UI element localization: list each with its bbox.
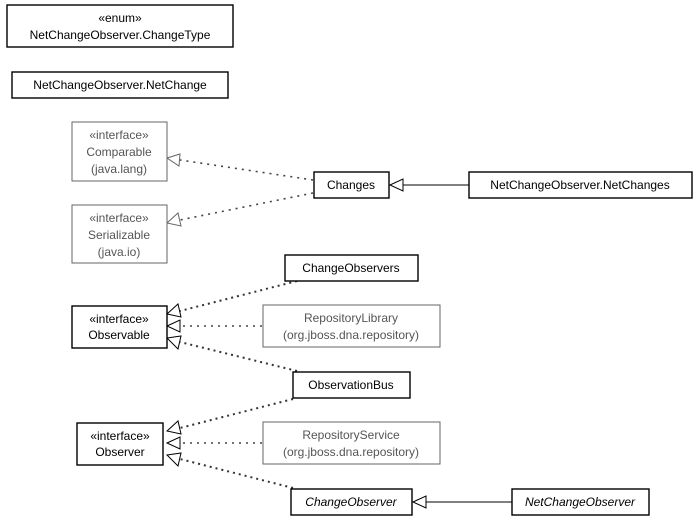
serializable-name: Serializable xyxy=(88,228,150,242)
netchange-name: NetChangeObserver.NetChange xyxy=(33,78,207,92)
relationship-lines xyxy=(165,153,512,509)
repositoryservice-name: RepositoryService xyxy=(302,428,400,442)
observationbus-to-observable-line xyxy=(179,341,298,372)
changes-to-serializable-line xyxy=(179,192,314,221)
class-repositorylibrary[interactable]: RepositoryLibrary (org.jboss.dna.reposit… xyxy=(262,304,441,348)
comparable-stereotype: «interface» xyxy=(89,128,149,142)
comparable-arrowhead xyxy=(165,153,181,167)
observable-stereotype: «interface» xyxy=(89,312,149,326)
class-changeobserver[interactable]: ChangeObserver xyxy=(290,488,413,516)
observationbus-name: ObservationBus xyxy=(308,378,393,392)
changes-to-comparable-line xyxy=(179,159,314,181)
observer-arrowhead-1 xyxy=(165,420,182,435)
class-repositoryservice[interactable]: RepositoryService (org.jboss.dna.reposit… xyxy=(262,421,441,465)
interface-serializable[interactable]: «interface» Serializable (java.io) xyxy=(71,204,168,264)
class-changes[interactable]: Changes xyxy=(313,171,390,199)
comparable-name: Comparable xyxy=(86,145,152,159)
class-changetype[interactable]: «enum» NetChangeObserver.ChangeType xyxy=(6,4,234,48)
observer-stereotype: «interface» xyxy=(90,429,150,443)
observable-arrowhead-2 xyxy=(165,319,181,333)
repositorylibrary-name: RepositoryLibrary xyxy=(304,311,398,325)
changes-arrowhead xyxy=(388,178,404,192)
observationbus-to-observer-line xyxy=(179,398,294,429)
class-netchangeobserver[interactable]: NetChangeObserver xyxy=(511,488,650,516)
changeobservers-name: ChangeObservers xyxy=(302,261,399,275)
netchangeobserver-name: NetChangeObserver xyxy=(525,495,636,509)
class-netchanges[interactable]: NetChangeObserver.NetChanges xyxy=(468,171,693,199)
changeobservers-to-observable-line xyxy=(179,280,298,312)
changetype-name: NetChangeObserver.ChangeType xyxy=(30,28,211,42)
serializable-package: (java.io) xyxy=(98,245,141,259)
comparable-package: (java.lang) xyxy=(91,162,147,176)
class-observationbus[interactable]: ObservationBus xyxy=(292,371,411,399)
observable-arrowhead-1 xyxy=(165,303,182,318)
repositorylibrary-package: (org.jboss.dna.repository) xyxy=(283,328,419,342)
serializable-stereotype: «interface» xyxy=(89,211,149,225)
observer-arrowhead-2 xyxy=(165,436,181,450)
serializable-arrowhead xyxy=(165,212,182,227)
interface-observer[interactable]: «interface» Observer xyxy=(76,422,164,466)
changetype-stereotype: «enum» xyxy=(98,11,142,25)
class-changeobservers[interactable]: ChangeObservers xyxy=(284,254,419,282)
changeobserver-to-observer-line xyxy=(179,458,294,489)
interface-comparable[interactable]: «interface» Comparable (java.lang) xyxy=(71,121,168,182)
class-netchange[interactable]: NetChangeObserver.NetChange xyxy=(11,71,229,99)
repositoryservice-package: (org.jboss.dna.repository) xyxy=(283,445,419,459)
changeobserver-arrowhead xyxy=(411,495,427,509)
changeobserver-name: ChangeObserver xyxy=(305,495,397,509)
observer-arrowhead-3 xyxy=(165,452,182,467)
observer-name: Observer xyxy=(95,445,144,459)
interface-observable[interactable]: «interface» Observable xyxy=(71,305,168,349)
observable-name: Observable xyxy=(88,328,150,342)
netchanges-name: NetChangeObserver.NetChanges xyxy=(490,178,669,192)
observable-arrowhead-3 xyxy=(165,335,182,350)
changes-name: Changes xyxy=(327,178,375,192)
